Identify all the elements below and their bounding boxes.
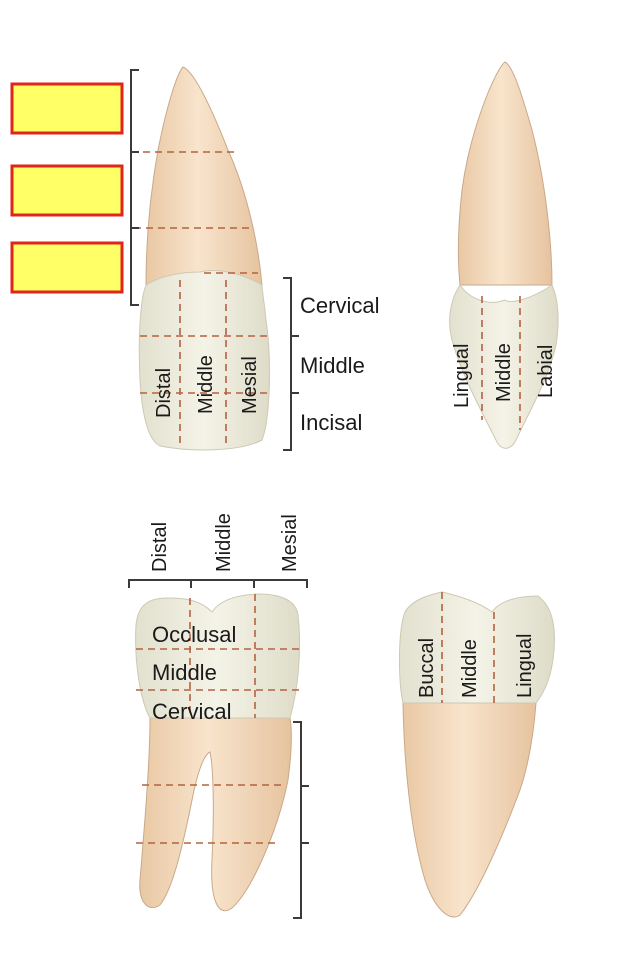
root-thirds-bracket bbox=[130, 69, 139, 306]
label-buccal: Buccal bbox=[416, 638, 438, 698]
answer-box-2[interactable] bbox=[10, 164, 124, 217]
incisor-root bbox=[145, 66, 263, 286]
root-thirds-bracket bbox=[293, 721, 309, 919]
label-labial: Labial bbox=[535, 345, 557, 398]
label-incisal: Incisal bbox=[300, 410, 362, 435]
molar-proximal-crown bbox=[399, 591, 555, 704]
label-occlusal: Occlusal bbox=[152, 622, 236, 647]
label-middle: Middle bbox=[300, 353, 365, 378]
label-lingual: Lingual bbox=[451, 343, 473, 408]
incisor-proximal-root bbox=[457, 61, 553, 286]
incisor-crown bbox=[138, 270, 270, 451]
answer-box-3[interactable] bbox=[10, 241, 124, 294]
incisor-proximal-crown bbox=[449, 284, 559, 449]
label-middle: Middle bbox=[152, 660, 217, 685]
answer-box-1[interactable] bbox=[10, 82, 124, 135]
molar-proximal-root bbox=[402, 702, 537, 918]
label-middle-vertical: Middle bbox=[493, 343, 515, 402]
label-cervical: Cervical bbox=[300, 293, 379, 318]
label-mesial: Mesial bbox=[279, 514, 301, 572]
label-middle-vertical: Middle bbox=[195, 355, 217, 414]
crown-width-bracket bbox=[128, 579, 308, 588]
label-lingual: Lingual bbox=[514, 633, 536, 698]
molar-roots bbox=[139, 717, 292, 912]
label-cervical: Cervical bbox=[152, 699, 231, 724]
molar-buccal-view: Distal Middle Mesial Occlusal Middle Cer… bbox=[128, 513, 309, 919]
answer-boxes bbox=[10, 82, 124, 294]
label-middle-vertical: Middle bbox=[213, 513, 235, 572]
incisor-proximal-view: Lingual Middle Labial bbox=[449, 61, 559, 449]
label-middle-vertical: Middle bbox=[459, 639, 481, 698]
label-distal: Distal bbox=[153, 368, 175, 418]
molar-crown bbox=[135, 593, 301, 719]
label-distal: Distal bbox=[149, 522, 171, 572]
crown-thirds-bracket bbox=[283, 277, 299, 451]
incisor-labial-view: Cervical Middle Incisal Distal Middle Me… bbox=[130, 66, 379, 451]
label-mesial: Mesial bbox=[239, 356, 261, 414]
molar-proximal-view: Buccal Middle Lingual bbox=[399, 591, 555, 918]
